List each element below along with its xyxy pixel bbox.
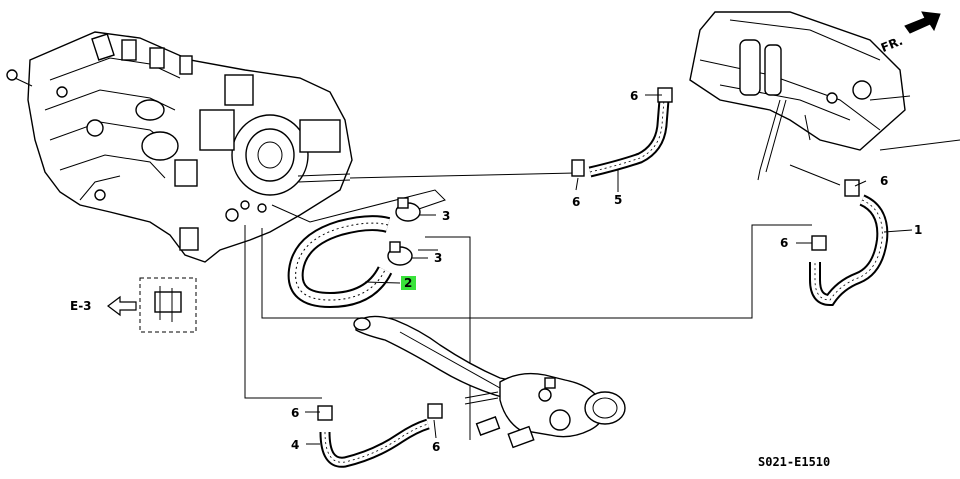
clamp-3-upper bbox=[395, 197, 436, 222]
callout-6-lower-mid: 6 bbox=[432, 440, 440, 454]
hose-1 bbox=[809, 179, 913, 307]
arrow-right-bold-icon bbox=[904, 11, 941, 34]
callout-6-right-upper: 6 bbox=[880, 174, 888, 188]
e3-reference-inset bbox=[139, 277, 197, 333]
callout-3-upper: 3 bbox=[442, 209, 450, 223]
callout-6-top: 6 bbox=[630, 89, 638, 103]
intake-manifold bbox=[6, 31, 353, 263]
callout-1: 1 bbox=[914, 223, 922, 237]
callout-5: 5 bbox=[614, 193, 622, 207]
callout-2: 2 bbox=[404, 276, 412, 290]
callout-6-right-lower: 6 bbox=[780, 236, 788, 250]
callout-6-lower-left: 6 bbox=[291, 406, 299, 420]
diagram-code: S021-E1510 bbox=[758, 455, 830, 469]
front-label: FR. bbox=[879, 34, 905, 55]
hose-4 bbox=[306, 403, 443, 468]
hose-2 bbox=[287, 215, 401, 309]
leader-lines bbox=[305, 94, 867, 439]
hose-5 bbox=[571, 87, 673, 192]
engine-block bbox=[689, 11, 960, 186]
connection-lines bbox=[244, 172, 812, 440]
e3-reference: E-3 bbox=[70, 295, 137, 317]
callout-3-lower: 3 bbox=[434, 251, 442, 265]
front-indicator: FR. bbox=[879, 11, 941, 55]
callout-4: 4 bbox=[291, 438, 299, 452]
water-pipe bbox=[353, 315, 626, 449]
clamp-3-lower bbox=[387, 241, 428, 266]
callout-6-mid: 6 bbox=[572, 195, 580, 209]
e3-label: E-3 bbox=[70, 299, 92, 313]
callout-2-highlight bbox=[401, 276, 416, 290]
arrow-left-outline-icon bbox=[107, 295, 137, 317]
